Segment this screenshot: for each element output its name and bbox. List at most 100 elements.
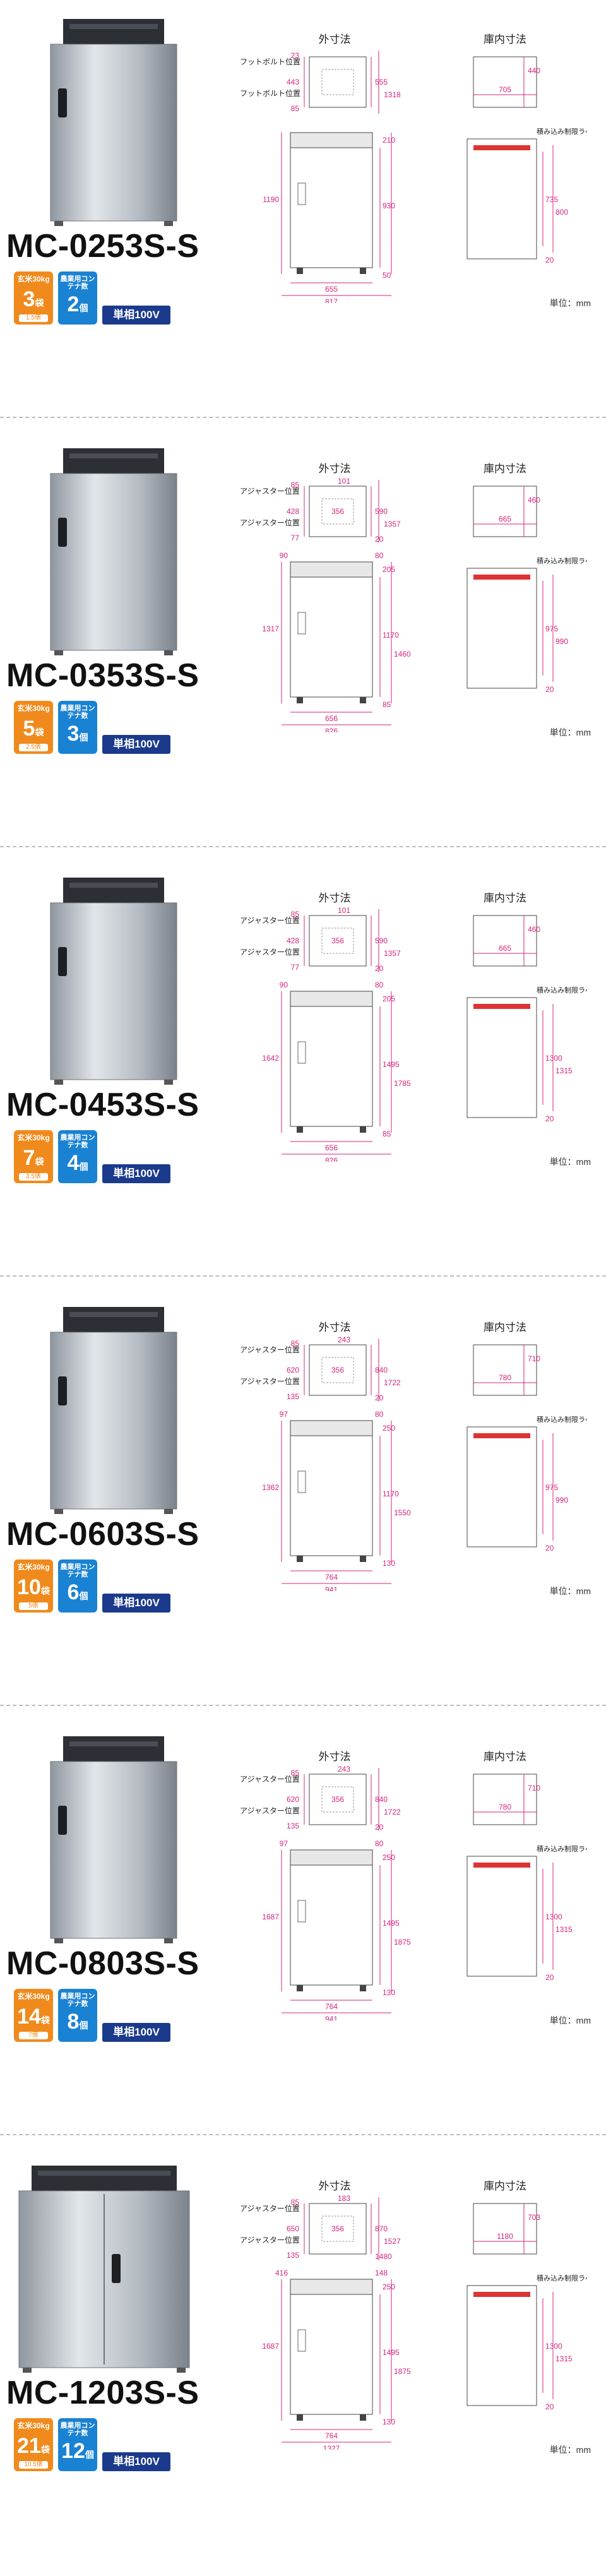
plan-dim-mid: 620 (287, 1795, 299, 1804)
plan-view-outline (309, 915, 367, 967)
koku-value: 2.5俵 (19, 744, 48, 751)
plan-dim-width: 243 (338, 1765, 350, 1774)
front-dim-body: 1170 (383, 631, 399, 640)
dimension-drawing: 外寸法庫内寸法アジャスター位置アジャスター位置85428775901357101… (240, 892, 587, 1162)
foot (54, 650, 63, 655)
plan-dim-depth: 555 (375, 78, 388, 86)
bag-unit: 袋 (40, 2015, 50, 2025)
front-dim-total-width: 941 (325, 1585, 338, 1591)
container-label: 農業用コンテナ数 (60, 705, 95, 720)
inner-front-outline (466, 568, 537, 689)
plan-view-outline (309, 1774, 367, 1825)
plan-label-top: アジャスター位置 (240, 2203, 300, 2213)
outer-dimensions-heading: 外寸法 (319, 463, 351, 475)
cabinet-body (50, 1332, 177, 1510)
plan-dim-top: 85 (291, 1768, 300, 1777)
plan-dim-bottom2: 20 (375, 1823, 384, 1832)
inner-dim-height: 975 (545, 1483, 558, 1492)
inner-front-outline (466, 1426, 537, 1547)
front-dim-height: 1190 (263, 195, 279, 204)
rice-label: 玄米30kg (17, 1992, 50, 2001)
front-dim-total-width: 1327 (323, 2444, 340, 2450)
compressor-unit (63, 878, 164, 903)
inner-dim-depth: 703 (528, 2213, 540, 2222)
front-dim-left: 416 (275, 2269, 288, 2277)
inner-dim-bottom: 20 (545, 685, 554, 694)
section-divider (0, 2134, 606, 2135)
front-dim-body: 1170 (383, 1489, 399, 1498)
door-handle[interactable] (58, 947, 67, 976)
door-handle[interactable] (58, 1376, 67, 1405)
front-dim-total: 1875 (394, 1938, 411, 1947)
front-dim-top: 205 (383, 565, 395, 574)
bag-unit: 袋 (40, 1586, 50, 1596)
container-count: 2個 (58, 293, 97, 319)
dimension-drawing: 外寸法庫内寸法アジャスター位置アジャスター位置85620135840172224… (240, 1321, 587, 1591)
container-count: 3個 (58, 722, 97, 749)
plan-dim-bottom2: 20 (375, 964, 384, 973)
piece-unit: 個 (79, 1162, 88, 1172)
inner-dim-depth: 460 (528, 496, 540, 504)
plan-view-outline (309, 486, 367, 537)
door-handle[interactable] (58, 88, 67, 117)
container-label: 農業用コンテナ数 (60, 2422, 95, 2437)
container-count-value: 6 (67, 1580, 80, 1604)
door-handle[interactable] (58, 1806, 67, 1835)
container-count: 6個 (58, 1581, 97, 1607)
plan-dim-bottom: 85 (291, 104, 300, 113)
inner-plan-outline (473, 2203, 537, 2255)
stack-limit-label: 積み込み制限ラベル (537, 986, 587, 994)
plan-dim-bottom: 135 (287, 2251, 299, 2260)
outer-dimensions-heading: 外寸法 (319, 1751, 351, 1763)
compressor-unit (63, 1736, 164, 1762)
front-dim-right: 80 (375, 1839, 384, 1848)
rice-label: 玄米30kg (17, 704, 50, 713)
door-handle[interactable] (58, 518, 67, 547)
front-dim-width: 764 (325, 1573, 338, 1582)
stack-limit-label-mark (473, 575, 530, 580)
bag-count-value: 7 (23, 1146, 35, 1170)
front-dim-right: 148 (375, 2269, 388, 2277)
koku-value: 7俵 (19, 2032, 48, 2039)
unit-label: 単位：mm (549, 2015, 591, 2025)
front-compressor (290, 561, 373, 578)
inner-plan-outline (473, 1344, 537, 1396)
container-badge: 農業用コンテナ数 3個 (58, 701, 97, 754)
compressor-unit (63, 1307, 164, 1332)
stack-limit-label-mark (473, 1004, 530, 1009)
bag-count: 21袋 (14, 2435, 53, 2461)
container-count-value: 12 (61, 2439, 85, 2463)
plan-dim-center: 356 (331, 507, 344, 516)
plan-dim-width: 183 (338, 2194, 350, 2203)
inner-dim-depth: 710 (528, 1784, 540, 1792)
dimension-drawing: 外寸法庫内寸法フットボルト位置フットボルト位置23443855551318705… (240, 33, 587, 303)
inner-dim-bottom: 20 (545, 2402, 554, 2411)
model-name: MC-1203S-S (6, 2375, 199, 2411)
plan-inner-outline (321, 1357, 354, 1383)
front-dim-total: 1550 (394, 1508, 411, 1517)
front-handle (297, 1470, 306, 1493)
model-name: MC-0353S-S (6, 657, 199, 694)
inner-front-outline (466, 2285, 537, 2406)
outer-dimensions-heading: 外寸法 (319, 1321, 351, 1333)
dimension-drawing: 外寸法庫内寸法アジャスター位置アジャスター位置85620135840172224… (240, 1751, 587, 2020)
door-handle[interactable] (112, 2254, 121, 2283)
front-dim-total: 1460 (394, 650, 411, 659)
front-dim-left: 90 (280, 981, 288, 989)
plan-dim-total: 1722 (384, 1378, 401, 1387)
section-divider (0, 1705, 606, 1706)
front-handle (297, 182, 306, 205)
inner-dim-height: 1300 (545, 2342, 562, 2351)
plan-label-bottom: アジャスター位置 (240, 2235, 300, 2245)
plan-dim-width: 101 (338, 477, 350, 486)
front-dim-right: 80 (375, 981, 384, 989)
front-handle (297, 612, 306, 635)
plan-dim-mid: 443 (287, 78, 299, 86)
plan-dim-top: 85 (291, 2198, 300, 2207)
